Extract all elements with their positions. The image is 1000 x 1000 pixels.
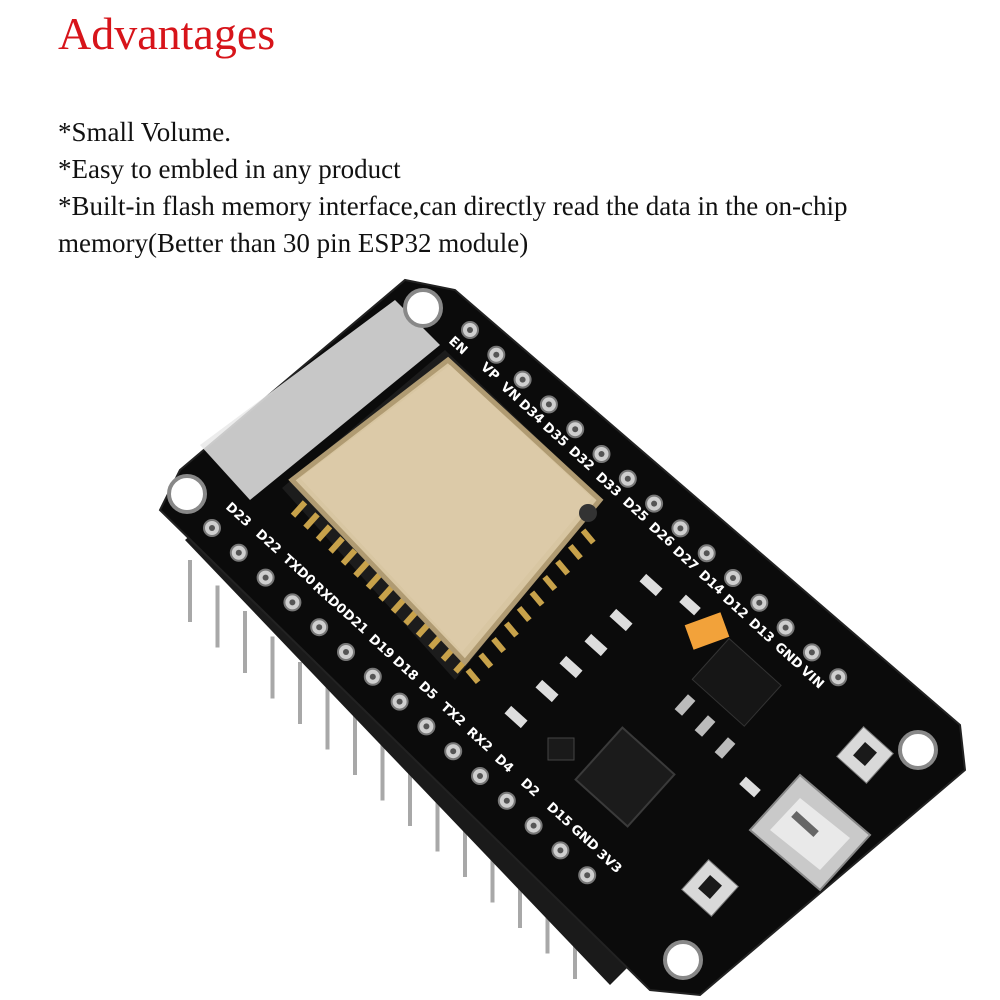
- pin-hole-center: [467, 327, 473, 333]
- pin-hole-center: [730, 575, 736, 581]
- mounting-holes: [167, 288, 938, 980]
- pin-hole-center: [343, 649, 349, 655]
- bottom-pin-holes: [203, 519, 597, 885]
- pin-hole-center: [677, 525, 684, 532]
- feature-item-flash-memory: *Built-in flash memory interface,can dir…: [58, 191, 848, 258]
- resistor: [535, 679, 559, 703]
- module-pad: [503, 621, 519, 638]
- usb-uart-chip: [574, 726, 676, 828]
- voltage-regulator: [691, 637, 782, 727]
- mounting-hole-icon: [898, 730, 938, 770]
- resistor: [559, 655, 583, 679]
- module-pad: [353, 560, 370, 578]
- reset-button-icon: [836, 726, 894, 784]
- transistor: [547, 737, 575, 761]
- resistor: [504, 705, 528, 729]
- pin-hole-center: [235, 549, 242, 556]
- resistor: [739, 776, 761, 798]
- pin-hole-center: [703, 550, 710, 557]
- pin-hole-center: [209, 525, 215, 531]
- pin-hole-center: [316, 624, 323, 631]
- pin-hole-center: [503, 797, 510, 804]
- module-pad: [580, 528, 596, 545]
- pin-hole-center: [262, 574, 269, 581]
- mounting-hole-icon: [663, 940, 703, 980]
- pin-hole-center: [369, 673, 376, 680]
- pin1-marker-icon: [579, 504, 597, 522]
- pin-hole-center: [545, 401, 552, 408]
- pin-hole-center: [624, 475, 631, 482]
- feature-item-easy-embed: *Easy to embled in any product: [58, 154, 401, 184]
- module-pad: [303, 512, 320, 530]
- module-pad: [478, 652, 494, 669]
- pin-hole-center: [477, 773, 483, 779]
- pin-hole-center: [289, 599, 296, 606]
- resistor: [609, 608, 633, 632]
- usb-port-icon: [748, 773, 872, 892]
- mounting-hole-icon: [403, 288, 443, 328]
- module-pad: [378, 584, 395, 602]
- feature-item-small-volume: *Small Volume.: [58, 117, 232, 147]
- pin-hole-center: [493, 351, 500, 358]
- pin-hole-center: [651, 500, 658, 507]
- module-pad: [328, 536, 345, 554]
- pin-hole-center: [572, 426, 579, 433]
- module-pad: [516, 605, 532, 623]
- module-pad: [465, 667, 481, 685]
- pin-hole-center: [423, 723, 430, 730]
- module-pad: [529, 590, 545, 607]
- resistor: [584, 633, 608, 657]
- pin-hole-center: [396, 698, 403, 705]
- mounting-hole-icon: [167, 474, 207, 514]
- pin-hole-center: [530, 822, 537, 829]
- pin-hole-center: [835, 674, 842, 681]
- resistor: [639, 573, 663, 597]
- module-pad: [340, 548, 358, 566]
- resistor: [679, 594, 701, 616]
- module-pad: [315, 524, 333, 542]
- pin-hole-center: [782, 624, 789, 631]
- regulator-leg: [714, 737, 736, 759]
- smd-components: [504, 573, 782, 828]
- antenna-area: [200, 300, 440, 500]
- module-pads: [290, 500, 596, 685]
- boot-button-icon: [681, 859, 739, 917]
- pin-hole-center: [756, 599, 763, 606]
- top-pin-holes: [461, 321, 848, 687]
- module-pad: [390, 596, 408, 614]
- module-pad: [542, 574, 558, 592]
- module-pad: [555, 559, 571, 576]
- pin-hole-center: [450, 748, 457, 755]
- module-pad: [567, 543, 583, 561]
- regulator-leg: [694, 715, 716, 737]
- module-pad: [491, 636, 507, 654]
- module-shield-top: [300, 365, 592, 652]
- tantalum-capacitor: [684, 612, 730, 650]
- regulator-leg: [674, 694, 696, 716]
- pin-hole-center: [808, 649, 815, 656]
- module-pad: [365, 572, 383, 590]
- page-title: Advantages: [58, 8, 276, 59]
- pin-hole-center: [519, 376, 526, 383]
- pin-hole-center: [598, 451, 605, 457]
- module-pad: [290, 500, 308, 518]
- feature-list: *Small Volume. *Easy to embled in any pr…: [58, 114, 958, 262]
- pin-hole-center: [557, 847, 564, 854]
- pin-hole-center: [584, 872, 591, 879]
